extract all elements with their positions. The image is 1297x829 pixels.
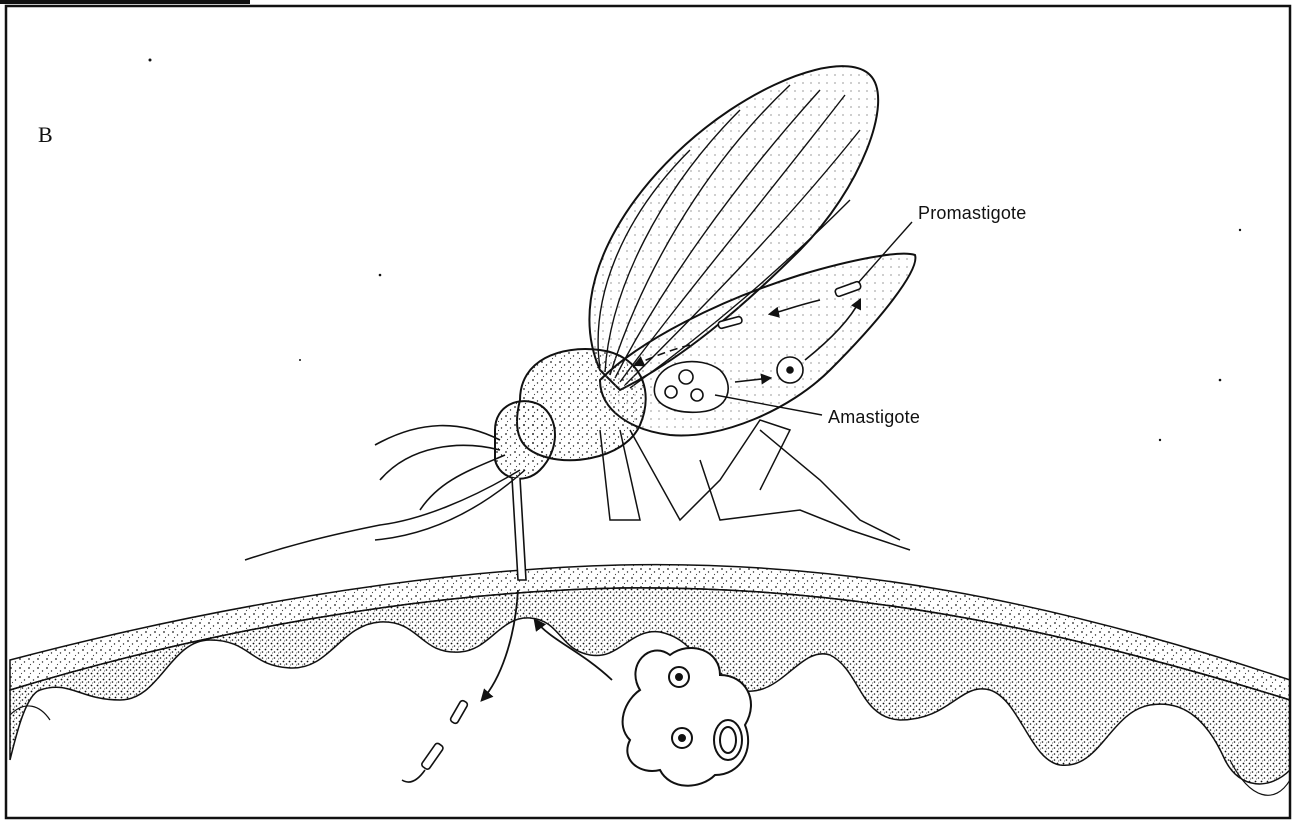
- promastigote-label: Promastigote: [918, 203, 1026, 224]
- gut-amastigote: [777, 357, 803, 383]
- sandfly-antennae: [375, 426, 505, 510]
- skin-promastigotes: [402, 700, 468, 782]
- panel-letter: B: [38, 122, 53, 148]
- sandfly-head: [495, 401, 555, 479]
- amastigote-label: Amastigote: [828, 407, 920, 428]
- sandfly-proboscis: [512, 478, 526, 580]
- gut-amastigote-cluster: [654, 362, 728, 413]
